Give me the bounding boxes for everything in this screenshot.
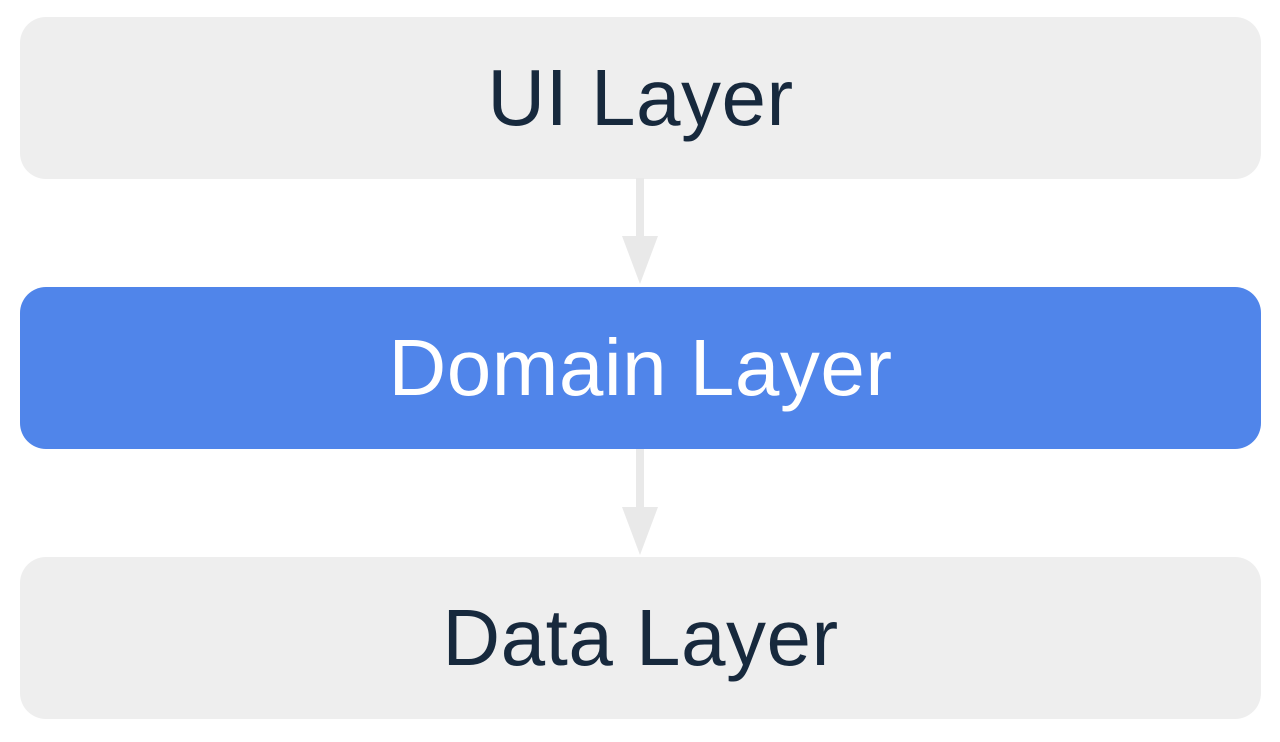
data-layer-label: Data Layer xyxy=(442,593,839,682)
ui-layer-label: UI Layer xyxy=(487,53,794,142)
data-layer-box: Data Layer xyxy=(20,557,1261,719)
ui-layer-box: UI Layer xyxy=(20,17,1261,179)
domain-layer-label: Domain Layer xyxy=(388,323,893,412)
domain-layer-box: Domain Layer xyxy=(20,287,1261,449)
arrow-ui-to-domain xyxy=(622,178,658,284)
arrow-domain-to-data xyxy=(622,449,658,555)
